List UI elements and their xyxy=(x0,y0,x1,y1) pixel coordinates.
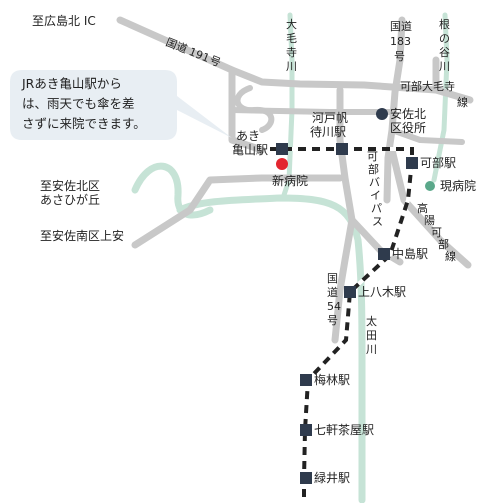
callout: JRあき亀山駅から は、雨天でも傘を差 さずに来院できます。 xyxy=(10,70,232,140)
label-umebayashi: 梅林駅 xyxy=(314,372,350,387)
asakita-office-marker xyxy=(376,108,388,120)
label-asakita-office-2: 区役所 xyxy=(390,120,426,135)
umebayashi-station-marker xyxy=(300,374,312,386)
label-to-asakita-1: 至安佐北区 xyxy=(40,178,100,193)
label-current-hospital: 現病院 xyxy=(440,178,476,193)
ohkeji-char-4: 川 xyxy=(286,60,297,73)
label-kabe-bypass: 可 部 バ イ パ ス xyxy=(367,150,383,228)
ota-char-1: 太 xyxy=(366,315,377,328)
label-route183-b: 183 xyxy=(390,35,411,48)
ohkeji-char-2: 毛 xyxy=(286,32,297,45)
west-arterial xyxy=(131,174,344,249)
ohkeji-char-3: 寺 xyxy=(286,46,297,59)
nakajima-station-marker xyxy=(378,248,390,260)
callout-line-3: さずに来院できます。 xyxy=(22,116,146,131)
label-to-hiroshima-kita-ic: 至広島北 IC xyxy=(32,13,96,28)
road-labels: 至広島北 IC 国道 191 号 国道 183 号 可部大毛寺 線 至安佐北区 … xyxy=(32,13,468,327)
stations xyxy=(276,143,418,484)
callout-line-1: JRあき亀山駅から xyxy=(21,76,122,91)
label-kotohoma-2: 待川駅 xyxy=(310,125,346,139)
callout-line-2: は、雨天でも傘を差 xyxy=(22,96,135,111)
station-labels: あき 亀山駅 河戸帆 待川駅 可部駅 中島駅 上八木駅 梅林駅 七軒茶屋駅 緑井… xyxy=(232,110,456,485)
label-aki-kameyama-2: 亀山駅 xyxy=(232,143,268,157)
nenotani-char-4: 川 xyxy=(439,60,450,73)
ota-char-3: 川 xyxy=(366,343,377,356)
route191-label-c: 号 xyxy=(207,53,222,69)
nenotani-char-1: 根 xyxy=(439,17,450,31)
bypass-char-2: 部 xyxy=(368,162,379,176)
ohkeji-char-1: 大 xyxy=(286,17,297,31)
label-route54-c: 54 xyxy=(327,300,341,313)
ota-river-west-loop xyxy=(131,162,214,219)
landmark-labels: 安佐北 区役所 新病院 現病院 xyxy=(272,106,476,193)
label-route183-c: 号 xyxy=(394,50,405,63)
kotohoma-station-marker xyxy=(336,143,348,155)
bypass-char-5: パ xyxy=(371,202,382,215)
koyo-char-4: 部 xyxy=(438,237,449,251)
midorii-station-marker xyxy=(300,472,312,484)
label-kabe-ohkeji-b: 線 xyxy=(457,95,468,109)
koyo-char-2: 陽 xyxy=(424,214,435,227)
label-kabe-ohkeji-a: 可部大毛寺 xyxy=(400,79,455,93)
aki-kameyama-station-marker xyxy=(276,143,288,155)
koyo-char-3: 可 xyxy=(431,226,442,239)
nenotani-char-3: 谷 xyxy=(439,46,450,59)
callout-bubble xyxy=(10,70,232,140)
label-midorii: 緑井駅 xyxy=(314,470,350,485)
label-to-asaminami: 至安佐南区上安 xyxy=(40,228,124,243)
north-connector xyxy=(228,66,266,154)
ota-river xyxy=(176,194,366,503)
label-asakita-office-1: 安佐北 xyxy=(390,106,426,121)
kabe-ohkeji-road xyxy=(432,56,474,104)
kabe-east-road xyxy=(389,127,465,145)
nanakenchaya-station-marker xyxy=(300,424,312,436)
label-nanakenchaya: 七軒茶屋駅 xyxy=(314,422,374,437)
label-route191: 国道 191 号 xyxy=(164,35,223,70)
label-koyo-renraku: 高 陽 可 部 線 xyxy=(417,201,456,263)
bypass-char-4: イ xyxy=(370,189,381,202)
ota-char-2: 田 xyxy=(366,329,377,342)
koyo-char-1: 高 xyxy=(417,201,428,215)
label-kamiyagi: 上八木駅 xyxy=(358,285,406,299)
label-route54-d: 号 xyxy=(327,314,338,327)
bypass-char-6: ス xyxy=(372,215,383,228)
label-route183-a: 国道 xyxy=(390,19,412,33)
bypass-char-1: 可 xyxy=(367,150,378,163)
label-route54-b: 道 xyxy=(327,285,338,299)
koyo-char-5: 線 xyxy=(445,249,456,263)
bypass-char-3: バ xyxy=(369,176,380,189)
new-hospital-marker xyxy=(276,158,288,170)
label-route54-a: 国 xyxy=(327,272,338,285)
kamiyagi-station-marker xyxy=(344,286,356,298)
label-kabe: 可部駅 xyxy=(420,155,456,170)
label-to-asakita-2: あさひが丘 xyxy=(40,192,100,207)
label-new-hospital: 新病院 xyxy=(272,173,308,188)
label-nakajima: 中島駅 xyxy=(392,246,428,261)
label-aki-kameyama-1: あき xyxy=(236,129,260,143)
nenotani-char-2: の xyxy=(439,32,450,45)
river-labels: 大 毛 寺 川 根 の 谷 川 太 田 川 xyxy=(286,17,450,356)
kabe-station-marker xyxy=(406,157,418,169)
current-hospital-marker xyxy=(425,181,435,191)
east-road xyxy=(388,146,472,269)
mid-road xyxy=(229,107,395,115)
label-kotohoma-1: 河戸帆 xyxy=(312,110,348,125)
